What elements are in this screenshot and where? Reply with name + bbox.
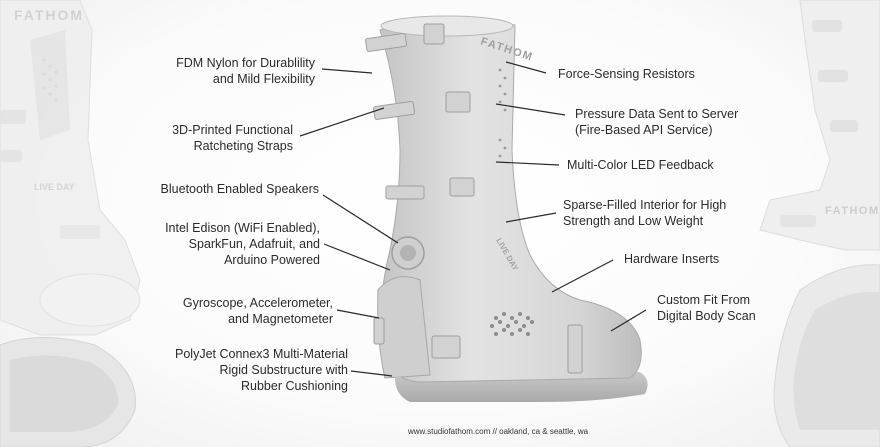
leader-sparse-filled xyxy=(505,212,557,223)
led-dot-grid xyxy=(498,68,507,158)
leader-bluetooth-speakers xyxy=(322,194,399,244)
label-gyroscope: Gyroscope, Accelerometer, and Magnetomet… xyxy=(183,295,333,327)
leader-gyroscope xyxy=(336,309,380,319)
label-line: Ratcheting Straps xyxy=(193,139,293,153)
leader-pressure-data xyxy=(495,103,566,116)
leader-led-feedback xyxy=(495,161,560,166)
label-fdm-nylon: FDM Nylon for Durablility and Mild Flexi… xyxy=(176,55,315,87)
label-line: and Magnetometer xyxy=(228,312,333,326)
label-hardware-inserts: Hardware Inserts xyxy=(624,251,719,267)
ratcheting-straps-group xyxy=(365,23,583,374)
label-intel-edison: Intel Edison (WiFi Enabled), SparkFun, A… xyxy=(165,220,320,268)
left-boot-render: FATHOM LIVE DAY xyxy=(0,0,141,336)
label-sparse-filled: Sparse-Filled Interior for High Strength… xyxy=(563,197,726,229)
label-line: Multi-Color LED Feedback xyxy=(567,158,714,172)
leader-hardware-inserts xyxy=(551,259,614,293)
label-line: Arduino Powered xyxy=(224,253,320,267)
bottom-left-sole-render xyxy=(0,337,136,447)
label-line: Custom Fit From xyxy=(657,293,751,307)
label-bluetooth-speakers: Bluetooth Enabled Speakers xyxy=(161,181,319,197)
label-line: Sparse-Filled Interior for High xyxy=(563,198,727,212)
label-line: Rigid Substructure with xyxy=(219,363,348,377)
label-line: PolyJet Connex3 Multi-Material xyxy=(175,347,348,361)
left-emblem-text: LIVE DAY xyxy=(34,182,75,192)
leader-custom-fit xyxy=(610,309,647,332)
label-polyjet: PolyJet Connex3 Multi-Material Rigid Sub… xyxy=(175,346,348,394)
label-line: Bluetooth Enabled Speakers xyxy=(160,182,319,196)
label-line: Rubber Cushioning xyxy=(240,379,348,393)
leader-fdm-nylon xyxy=(321,68,373,74)
label-line: Hardware Inserts xyxy=(624,252,720,266)
boot-body xyxy=(379,19,642,383)
label-force-sensing: Force-Sensing Resistors xyxy=(558,66,695,82)
label-line: Force-Sensing Resistors xyxy=(558,67,695,81)
boot-top-rim xyxy=(380,15,514,37)
left-logo-text: FATHOM xyxy=(14,7,84,23)
bottom-right-sole-render xyxy=(773,264,880,447)
foot-vent-pattern xyxy=(490,312,534,336)
label-line: Digital Body Scan xyxy=(657,309,756,323)
leader-force-sensing xyxy=(505,61,547,74)
label-line: and Mild Flexibility xyxy=(212,72,315,86)
label-pressure-data: Pressure Data Sent to Server (Fire-Based… xyxy=(575,106,738,138)
label-line: FDM Nylon for Durablility xyxy=(176,56,315,70)
leader-ratcheting-straps xyxy=(299,107,385,137)
footer-credit: www.studiofathom.com // oakland, ca & se… xyxy=(408,427,589,436)
label-line: SparkFun, Adafruit, and xyxy=(188,237,320,251)
label-ratcheting-straps: 3D-Printed Functional Ratcheting Straps xyxy=(172,122,293,154)
right-boot-render-top: FATHOM xyxy=(759,0,880,251)
label-line: Pressure Data Sent to Server xyxy=(575,107,739,121)
label-led-feedback: Multi-Color LED Feedback xyxy=(567,157,714,173)
right-logo-text: FATHOM xyxy=(825,205,880,217)
leader-polyjet xyxy=(350,370,393,377)
label-line: Strength and Low Weight xyxy=(563,214,704,228)
label-line: Gyroscope, Accelerometer, xyxy=(182,296,333,310)
label-line: Intel Edison (WiFi Enabled), xyxy=(165,221,320,235)
label-line: (Fire-Based API Service) xyxy=(575,123,713,137)
label-custom-fit: Custom Fit From Digital Body Scan xyxy=(657,292,756,324)
leader-intel-edison xyxy=(323,243,391,271)
label-line: 3D-Printed Functional xyxy=(172,123,293,137)
